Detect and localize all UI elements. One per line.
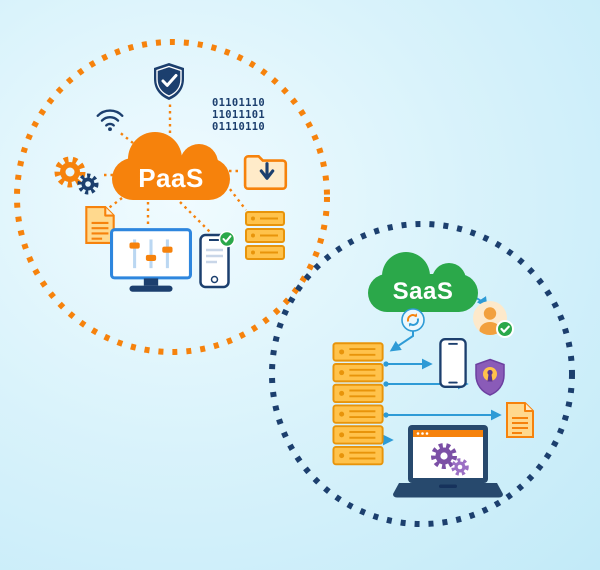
binary-line: 11011101 [212, 109, 265, 121]
shield-check-icon [151, 62, 187, 102]
paas-connectors [101, 103, 247, 233]
saas-ring [269, 221, 575, 527]
cloud-base [112, 158, 230, 200]
binary-line: 01110110 [212, 121, 265, 133]
laptop-gears-icon [392, 423, 504, 501]
saas-connector-dots [383, 361, 389, 443]
cloud-base [368, 274, 478, 312]
screen-gears [431, 443, 469, 476]
wifi-icon [95, 106, 125, 132]
binary-code: 01101110 11011101 01110110 [212, 97, 265, 133]
monitor-sliders-icon [110, 228, 192, 296]
phone-check-icon [199, 231, 235, 289]
paas-cloud: PaaS [112, 132, 230, 200]
document-icon-saas [505, 401, 535, 439]
check-badge [218, 231, 235, 248]
server-icon [244, 210, 286, 262]
folder-download-icon [243, 151, 291, 193]
paas-ring [14, 39, 330, 355]
user-check-icon [471, 299, 515, 341]
paas-label: PaaS [138, 162, 204, 193]
saas-cloud: SaaS [368, 250, 478, 312]
check-badge [496, 320, 514, 338]
sync-icon [401, 308, 425, 332]
phone-icon [439, 337, 467, 389]
document-icon [84, 205, 116, 245]
binary-line: 01101110 [212, 97, 265, 109]
shield-keyhole-icon [473, 358, 507, 398]
gears-icon [52, 153, 100, 197]
saas-label: SaaS [392, 278, 454, 305]
server-stack-icon [332, 341, 386, 468]
